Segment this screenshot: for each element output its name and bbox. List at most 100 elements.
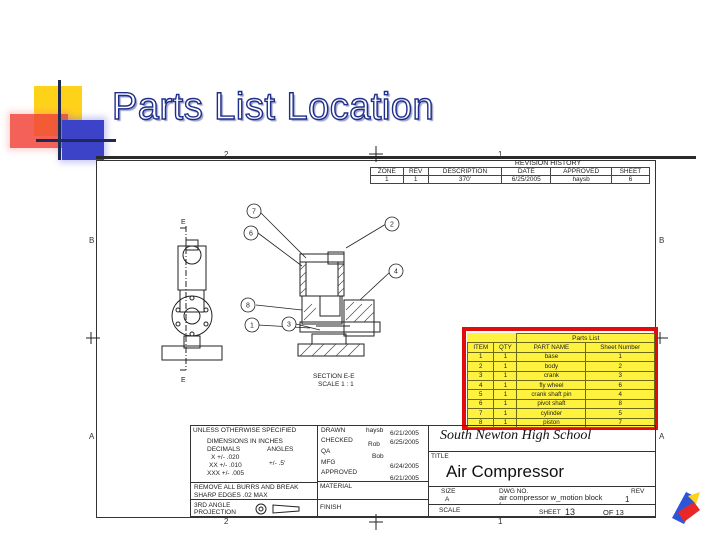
table-cell: 6 [585,379,655,391]
table-cell: 3 [466,370,495,381]
signoff-label: CHECKED [321,437,353,444]
size-value: A [445,496,450,503]
parts-list-title: Parts List [516,332,655,344]
table-cell: 7 [466,408,495,419]
callout-balloon [388,263,404,279]
callout-number: 4 [394,269,398,276]
projection-symbol-icon [255,503,300,515]
title-divider [96,156,696,159]
signoff-label: APPROVED [321,469,358,476]
zone-label-right-b: B [659,236,665,245]
table-cell: crank [516,370,587,381]
callout-balloon [244,317,260,333]
table-cell: 5 [466,389,495,400]
tolerance-dims: DIMENSIONS IN INCHES [207,438,283,445]
table-cell: 6 [610,175,651,184]
table-cell: 1 [493,351,518,363]
table-cell: 2 [466,361,495,372]
rev-value: 1 [625,495,630,504]
signoff-date: 6/21/2005 [390,475,419,482]
table-cell: 1 [370,175,404,184]
column-header: QTY [493,342,518,353]
table-cell: base [516,351,587,363]
table-cell: 3 [585,370,655,381]
dwg-no-value: air compressor w_motion block fam [499,493,603,505]
tolerance-angle: +/- .5' [269,460,286,467]
deco-horizontal-line [36,139,116,142]
column-header: DATE [501,167,552,176]
table-cell: 1 [493,408,518,419]
table-header-row: ITEM QTY PART NAME Sheet Number [466,342,655,353]
finish-block: FINISH [317,499,429,517]
signoff-date: 6/21/2005 [390,430,419,437]
material-block: MATERIAL [317,481,429,500]
revision-history-table: ZONE REV DESCRIPTION DATE APPROVED SHEET… [370,167,651,184]
table-cell: 7 [585,417,655,428]
callout-number: 1 [250,323,254,330]
section-view-scale: SCALE 1 : 1 [318,381,354,388]
title-label: TITLE [431,453,449,460]
sheet-label: SHEET [539,509,561,516]
table-cell: piston [516,417,587,428]
zone-label-left-b: B [89,236,95,245]
table-cell: 1 [466,351,495,363]
callout-number: 6 [249,231,253,238]
drawing-title: Air Compressor [446,462,565,481]
callout-number: 7 [252,209,256,216]
revision-history-title: REVISION HISTORY [514,160,582,167]
section-view-label: SECTION E-E [313,373,355,380]
scale-label: SCALE [439,507,461,514]
zone-label-bottom-2: 2 [224,517,229,526]
table-cell: 370' [427,175,503,184]
signoff-block: DRAWN haysb 6/21/2005 CHECKED Rob 6/25/2… [317,425,429,482]
table-cell: cylinder [516,408,587,419]
signoff-label: QA [321,448,331,455]
table-cell: haysb [550,175,612,184]
table-cell: 1 [402,175,429,184]
callout-balloon [246,203,262,219]
column-header: ZONE [370,167,404,176]
callout-balloon [281,316,297,332]
section-marker-bottom: E [181,377,186,384]
parts-list-table: Parts List ITEM QTY PART NAME Sheet Numb… [466,332,655,428]
callout-balloon [243,225,259,241]
table-header-row: ZONE REV DESCRIPTION DATE APPROVED SHEET [370,167,651,176]
zone-label-bottom-1: 1 [498,517,503,526]
table-cell: 1 [493,361,518,372]
deco-vertical-line [58,80,61,160]
column-header: REV [402,167,429,176]
signoff-date: 6/25/2005 [390,439,419,446]
column-header: ITEM [466,342,495,353]
sheet-value: 13 [565,507,576,517]
tolerance-xxx: XXX +/- .005 [207,470,245,477]
remove-burrs-note: REMOVE ALL BURRS AND BREAK [194,484,299,491]
finish-label: FINISH [320,504,342,511]
column-header: DESCRIPTION [427,167,503,176]
tolerance-decimals: DECIMALS [207,446,241,453]
scale-sheet-block: SCALE SHEET 13 OF 13 [428,504,656,517]
tolerance-block: UNLESS OTHERWISE SPECIFIED DIMENSIONS IN… [190,425,318,483]
table-cell: 1 [585,351,655,363]
signoff-name: haysb [366,427,384,434]
zone-label-right-a: A [659,432,665,441]
slide-title: Parts List Location [111,85,435,128]
table-row: 1 1 370' 6/25/2005 haysb 6 [370,175,651,184]
size-label: SIZE [441,488,456,495]
callout-number: 8 [246,303,250,310]
size-dwg-block: SIZE A DWG NO. air compressor w_motion b… [428,486,656,505]
table-cell: 4 [585,389,655,400]
projection-block: 3RD ANGLE PROJECTION [190,499,318,517]
table-cell: 1 [493,389,518,400]
table-cell: 1 [493,398,518,410]
tolerance-heading: UNLESS OTHERWISE SPECIFIED [193,427,297,434]
column-header: PART NAME [516,342,587,353]
tolerance-x: X +/- .020 [211,454,240,461]
signoff-name: Bob [372,453,384,460]
zone-label-left-a: A [89,432,95,441]
table-cell: 2 [585,361,655,372]
material-label: MATERIAL [320,483,353,490]
